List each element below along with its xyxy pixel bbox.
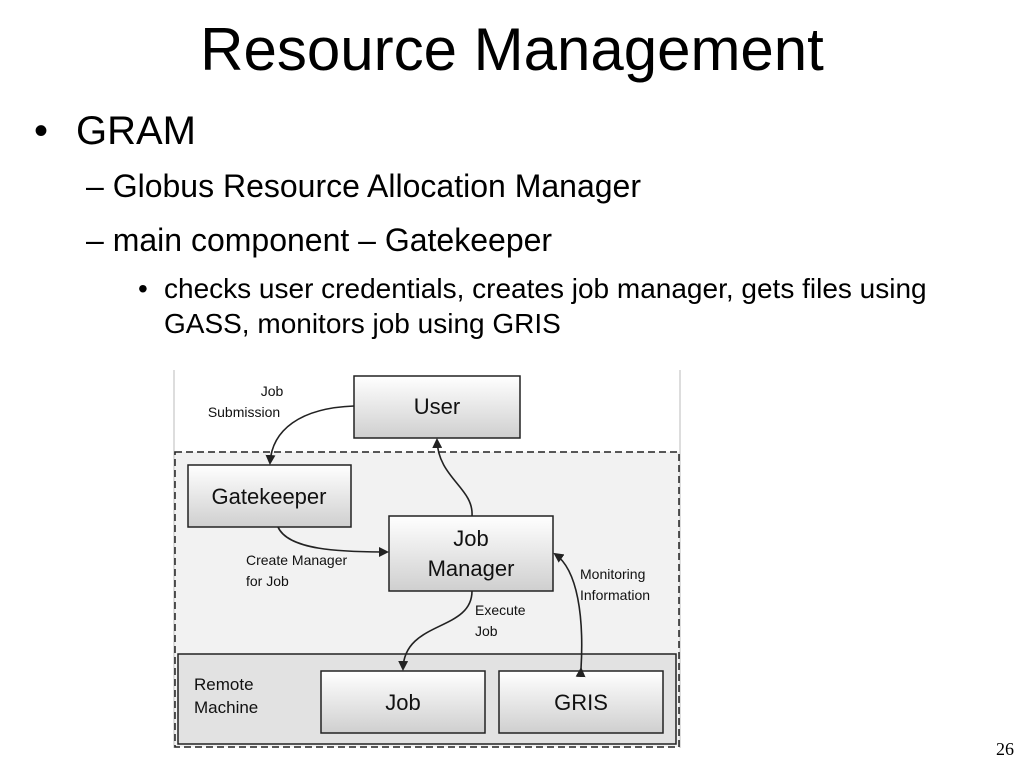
bullet-dot-icon: • xyxy=(34,109,49,153)
dash-icon: – xyxy=(86,222,113,258)
job-submission-arrow xyxy=(265,405,355,465)
user-box xyxy=(353,375,521,439)
page-number: 26 xyxy=(996,739,1014,759)
sub-bullet-gatekeeper: – main component – Gatekeeper xyxy=(86,221,552,259)
create-manager-label-line1: Create Manager xyxy=(246,552,348,568)
remote-machine-label-line2: Machine xyxy=(194,698,258,717)
execute-job-label-line2: Job xyxy=(475,623,498,639)
job-manager-to-user-arrow xyxy=(432,438,473,517)
job-box-label: Job xyxy=(385,690,420,715)
sub-bullet-globus-text: Globus Resource Allocation Manager xyxy=(112,168,641,204)
gatekeeper-box-label: Gatekeeper xyxy=(212,484,327,509)
job-manager-label-line1: Job xyxy=(453,526,488,551)
execute-job-arrow xyxy=(398,590,473,671)
gatekeeper-box xyxy=(187,464,352,528)
create-manager-label-line2: for Job xyxy=(246,573,289,589)
job-submission-label-line2: Submission xyxy=(208,404,280,420)
create-manager-arrow xyxy=(277,526,389,557)
execute-job-label-line1: Execute xyxy=(475,602,526,618)
bullet-gram: • GRAM xyxy=(34,108,196,154)
monitoring-arrow xyxy=(553,552,586,678)
gris-box-label: GRIS xyxy=(554,690,608,715)
dash-icon: – xyxy=(86,168,113,204)
sub-sub-bullet-details-text: checks user credentials, creates job man… xyxy=(164,273,927,339)
bullet-gram-text: GRAM xyxy=(76,109,196,153)
sub-sub-bullet-details: • checks user credentials, creates job m… xyxy=(138,271,958,341)
job-manager-label-line2: Manager xyxy=(428,556,515,581)
gram-architecture-diagram: Remote Machine User Gatekeeper Job Manag… xyxy=(173,370,681,748)
user-box-label: User xyxy=(414,394,460,419)
remote-machine-label-line1: Remote xyxy=(194,675,254,694)
gris-box xyxy=(498,670,664,734)
sub-bullet-globus: – Globus Resource Allocation Manager xyxy=(86,167,641,205)
monitoring-label-line2: Information xyxy=(580,587,650,603)
job-box xyxy=(320,670,486,734)
monitoring-label-line1: Monitoring xyxy=(580,566,645,582)
small-bullet-dot-icon: • xyxy=(138,273,148,304)
sub-bullet-gatekeeper-text: main component – Gatekeeper xyxy=(112,222,553,258)
slide-title: Resource Management xyxy=(200,16,824,83)
job-submission-label-line1: Job xyxy=(261,383,284,399)
job-manager-box xyxy=(388,515,554,592)
